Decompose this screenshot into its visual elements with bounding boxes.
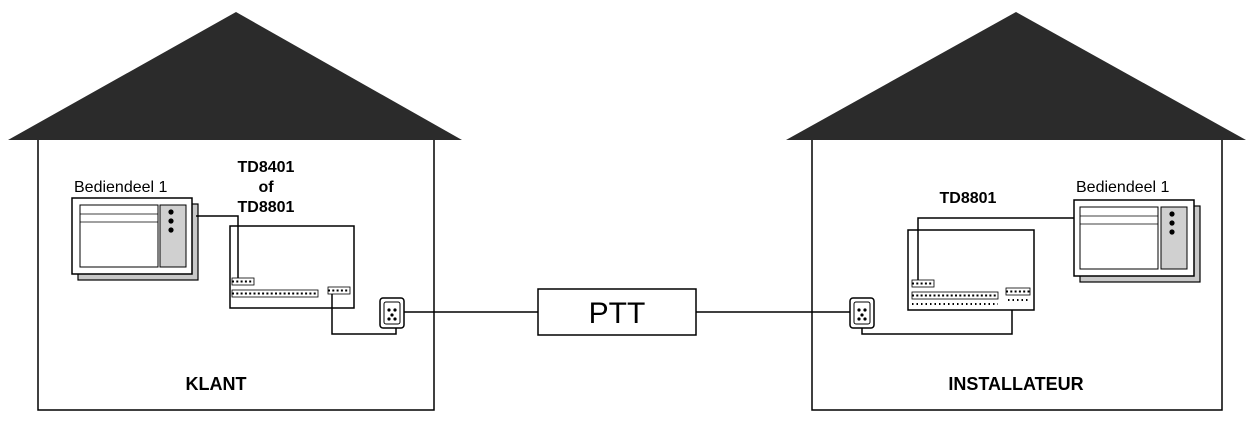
left-location-label: KLANT <box>186 374 247 394</box>
left-panel-label-line3: TD8801 <box>238 199 295 216</box>
left-keypad <box>71 197 199 281</box>
right-location-label: INSTALLATEUR <box>948 374 1083 394</box>
ptt-box <box>537 288 697 336</box>
left-house-roof <box>8 12 462 140</box>
right-house-walls <box>811 140 1223 411</box>
left-panel-label-line2: of <box>258 179 274 196</box>
right-panel-label: TD8801 <box>940 190 997 207</box>
right-house-roof <box>786 12 1246 140</box>
ptt-network: PTT <box>404 288 850 336</box>
left-phone-socket-icon <box>379 297 405 329</box>
left-keypad-wire <box>196 215 239 278</box>
left-keypad-label: Bediendeel 1 <box>74 179 168 196</box>
ptt-label: PTT <box>589 297 646 330</box>
left-panel-label-line1: TD8401 <box>238 159 295 176</box>
right-control-panel <box>907 229 1035 311</box>
right-house: TD8801 Bediendeel 1 INSTALLATEUR <box>786 12 1246 411</box>
left-house: Bediendeel 1 TD8401 of TD8801 KL <box>8 12 462 411</box>
left-house-walls <box>37 140 435 411</box>
right-phone-socket-icon <box>849 297 875 329</box>
right-keypad-wire <box>917 217 1074 280</box>
right-keypad-label: Bediendeel 1 <box>1076 179 1170 196</box>
left-control-panel <box>229 225 355 309</box>
left-panel-socket-wire <box>331 294 397 335</box>
right-keypad <box>1073 199 1201 283</box>
right-socket-panel-wire <box>861 310 1013 335</box>
